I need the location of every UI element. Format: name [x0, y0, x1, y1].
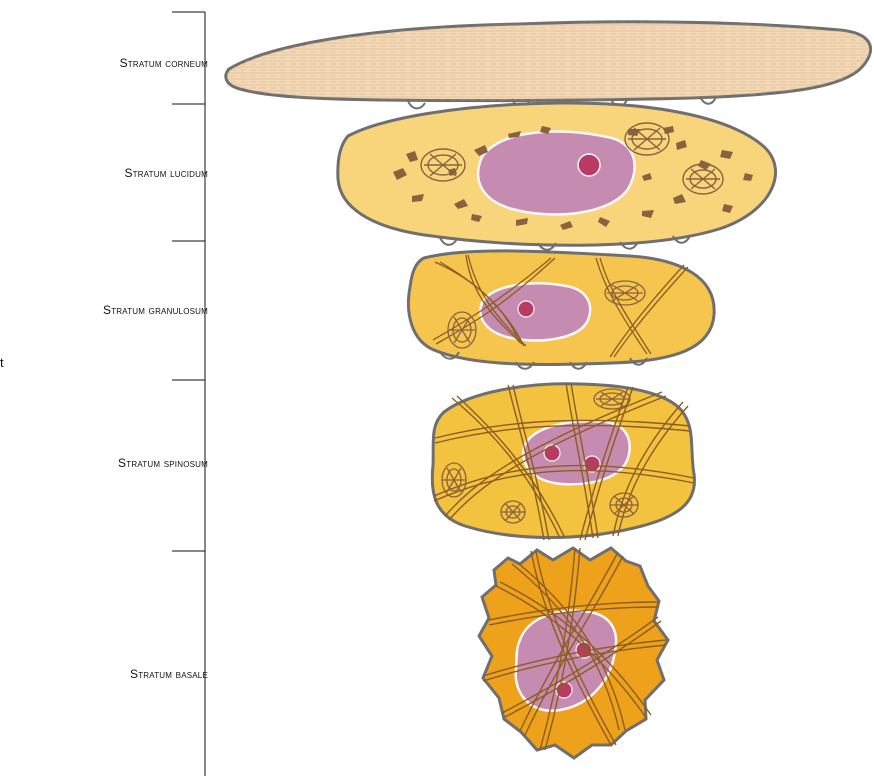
label-stratum-basale: Stratum basale [130, 667, 208, 681]
label-stratum-granulosum: Stratum granulosum [103, 303, 208, 317]
granulosum-cell [408, 251, 714, 369]
layer-bracket [172, 12, 205, 776]
lucidum-cell [338, 103, 776, 250]
label-stratum-lucidum: Stratum lucidum [124, 166, 208, 180]
edge-fragment-text: t [0, 355, 4, 370]
corneum-cell [226, 22, 871, 109]
spinosum-cell [432, 383, 694, 540]
basale-cell [479, 548, 668, 758]
label-stratum-spinosum: Stratum spinosum [118, 456, 208, 470]
label-stratum-corneum: Stratum corneum [120, 56, 208, 70]
